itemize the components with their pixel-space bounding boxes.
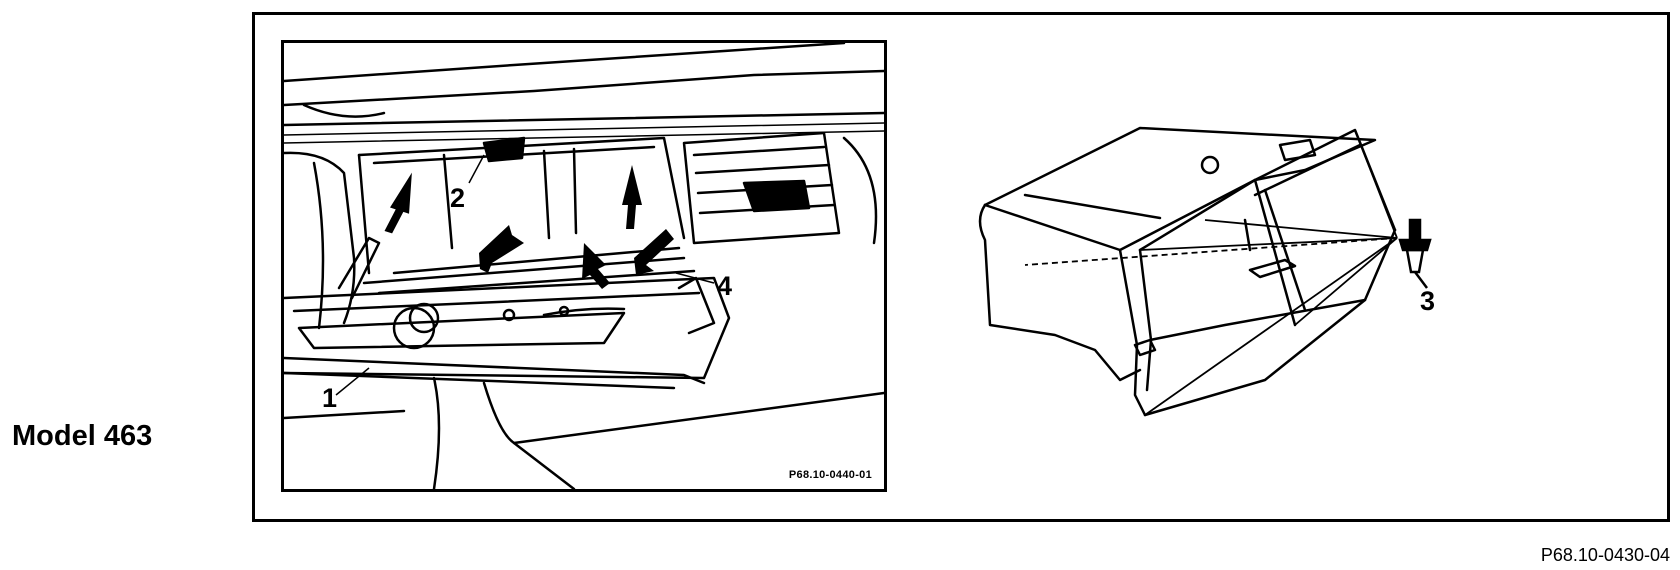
glove-box-installed-view: 1 2 4 P68.10-0440-01 — [281, 40, 887, 492]
dashboard-illustration — [284, 43, 884, 489]
callout-4: 4 — [717, 271, 733, 301]
figure-frame — [252, 12, 1670, 522]
callout-1: 1 — [322, 383, 338, 413]
callout-2: 2 — [450, 183, 466, 213]
figure-code: P68.10-0430-04 — [1540, 545, 1670, 565]
callout-3: 3 — [1420, 286, 1436, 316]
glove-box-removed-view: 3 — [965, 100, 1565, 440]
panel-code: P68.10-0440-01 — [788, 469, 872, 481]
glove-box-illustration — [978, 126, 1432, 417]
model-label: Model 463 — [12, 420, 153, 452]
